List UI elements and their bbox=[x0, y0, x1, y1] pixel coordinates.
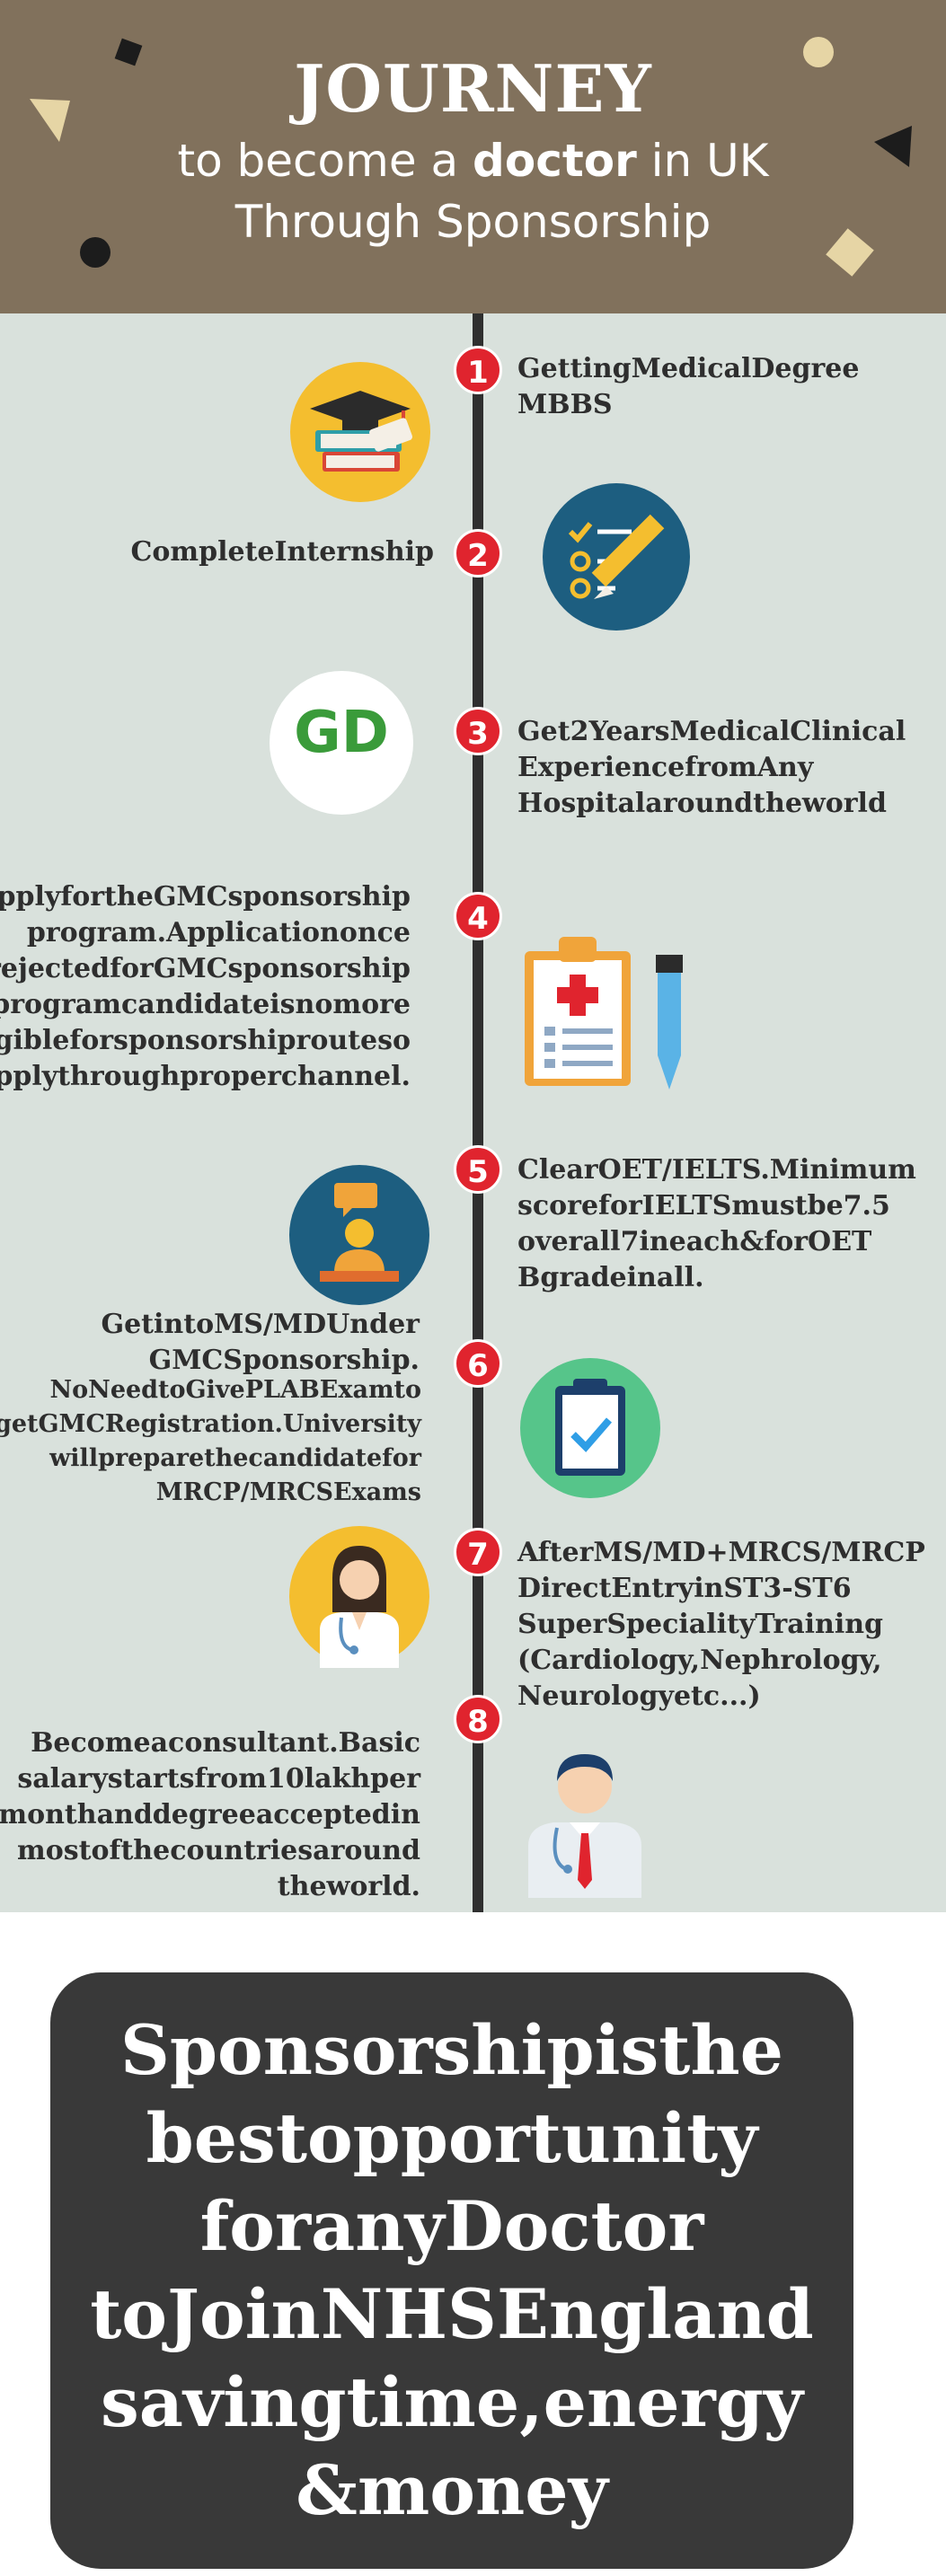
step-subtext-6: NoNeedtoGivePLABExamto getGMCRegistratio… bbox=[0, 1376, 421, 1506]
gd-logo-text: GD bbox=[294, 700, 389, 766]
page-subtitle-line2: Through Sponsorship bbox=[234, 196, 712, 248]
page-subtitle: to become a doctor in UK bbox=[177, 135, 769, 187]
female-doctor-icon bbox=[289, 1526, 429, 1668]
step-text-7: AfterMS/MD+MRCS/MRCP DirectEntryinST3-ST… bbox=[517, 1537, 925, 1712]
step-text-8: Becomeaconsultant.Basic salarystartsfrom… bbox=[0, 1727, 420, 1902]
presenter-icon bbox=[289, 1165, 429, 1305]
step-badge-2: 2 bbox=[454, 529, 502, 578]
step-text-6: GetintoMS/MDUnder GMCSponsorship. bbox=[101, 1309, 420, 1376]
step-text-5: ClearOET/IELTS.Minimum scoreforIELTSmust… bbox=[517, 1154, 916, 1293]
gd-logo-icon: GD bbox=[270, 671, 413, 815]
step-badge-7: 7 bbox=[454, 1528, 502, 1576]
step-badge-1: 1 bbox=[454, 346, 502, 394]
step-text-2: CompleteInternship bbox=[130, 536, 434, 568]
quote-box: Sponsorshipisthe bestopportunity foranyD… bbox=[50, 1972, 853, 2569]
step-badge-5: 5 bbox=[454, 1145, 502, 1194]
step-text-4: ApplyfortheGMCsponsorship program.Applic… bbox=[0, 881, 411, 1092]
step-badge-8: 8 bbox=[454, 1695, 502, 1743]
quote-text: Sponsorshipisthe bestopportunity foranyD… bbox=[90, 2010, 814, 2530]
step-text-1: GettingMedicalDegree MBBS bbox=[517, 353, 860, 420]
step-badge-3: 3 bbox=[454, 707, 502, 755]
step-text-3: Get2YearsMedicalClinical ExperiencefromA… bbox=[517, 716, 906, 819]
step-badge-4: 4 bbox=[454, 892, 502, 940]
page-title: JOURNEY bbox=[294, 50, 652, 127]
header-banner: JOURNEY to become a doctor in UK Through… bbox=[0, 0, 946, 313]
checklist-pencil-icon bbox=[543, 483, 690, 631]
male-doctor-icon bbox=[528, 1754, 641, 1898]
clipboard-vial-icon bbox=[525, 937, 683, 1090]
timeline-section: 1 GettingMedicalDegree MBBS 2 CompleteIn… bbox=[0, 313, 946, 1912]
clipboard-check-icon bbox=[520, 1358, 660, 1498]
decorative-shapes-icon bbox=[30, 37, 912, 277]
step-badge-6: 6 bbox=[454, 1339, 502, 1388]
graduation-books-icon bbox=[290, 362, 430, 502]
